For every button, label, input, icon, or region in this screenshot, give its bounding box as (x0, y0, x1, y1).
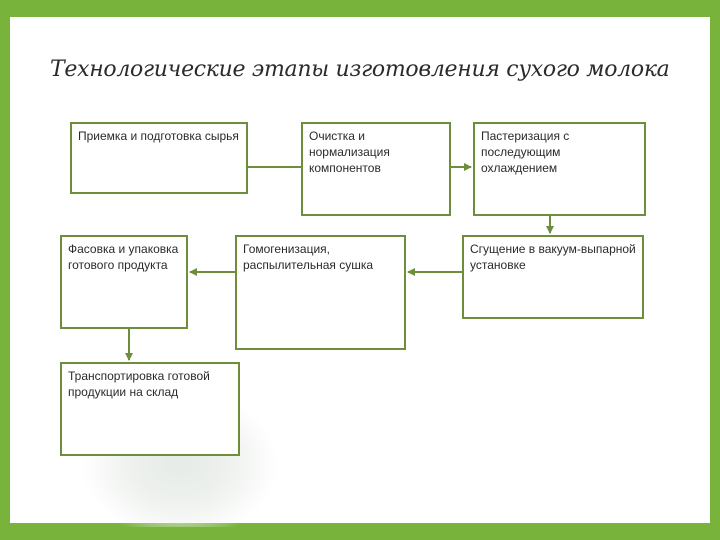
step-cleaning-box: Очистка и нормализация компонентов (301, 122, 451, 216)
slide-title: Технологические этапы изготовления сухог… (50, 57, 670, 82)
slide: Технологические этапы изготовления сухог… (10, 17, 710, 527)
step-reception-box: Приемка и подготовка сырья (70, 122, 248, 194)
step-packaging-box: Фасовка и упаковка готового продукта (60, 235, 188, 329)
step-pasteurization-box: Пастеризация с последующим охлаждением (473, 122, 646, 216)
step-condensing-box: Сгущение в вакуум-выпарной установке (462, 235, 644, 319)
flow-arrows (125, 163, 554, 361)
step-transport-box: Транспортировка готовой продукции на скл… (60, 362, 240, 456)
step-homogenization-box: Гомогенизация, распылительная сушка (235, 235, 406, 350)
